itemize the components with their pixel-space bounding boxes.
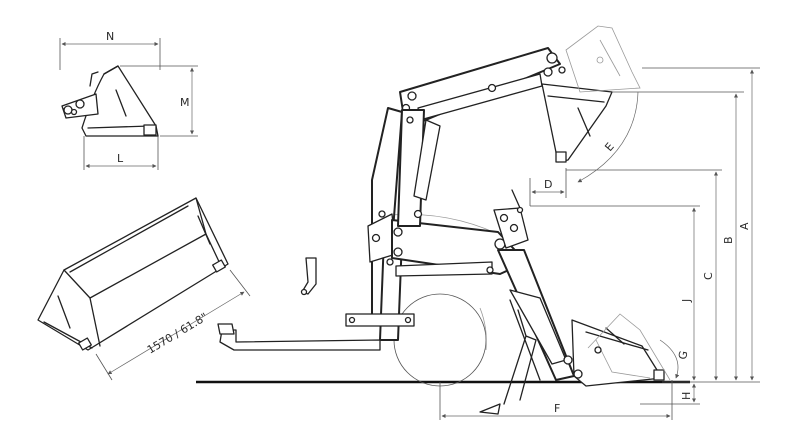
- dim-label-c: C: [702, 272, 715, 280]
- dim-label-d: D: [544, 178, 552, 191]
- dim-label-l: L: [117, 152, 124, 165]
- dim-label-j: J: [680, 299, 693, 303]
- bucket-side-view: N M L: [59, 30, 198, 170]
- dim-label-h: H: [680, 392, 693, 400]
- dim-label-g: G: [676, 350, 690, 361]
- dim-label-m: M: [180, 96, 190, 109]
- wheel-outline: [393, 293, 487, 387]
- dim-label-a: A: [738, 222, 751, 230]
- dim-label-e: E: [602, 140, 616, 154]
- bucket-width-caption: 1570 / 61.8": [145, 310, 210, 356]
- loader-side-view: [217, 25, 671, 415]
- dim-label-b: B: [722, 236, 735, 244]
- main-dimensions: A B C J H F D E G: [439, 67, 760, 420]
- bucket-iso-view: 1570 / 61.8": [37, 197, 251, 381]
- dim-label-f: F: [554, 402, 560, 415]
- dim-label-n: N: [106, 30, 114, 43]
